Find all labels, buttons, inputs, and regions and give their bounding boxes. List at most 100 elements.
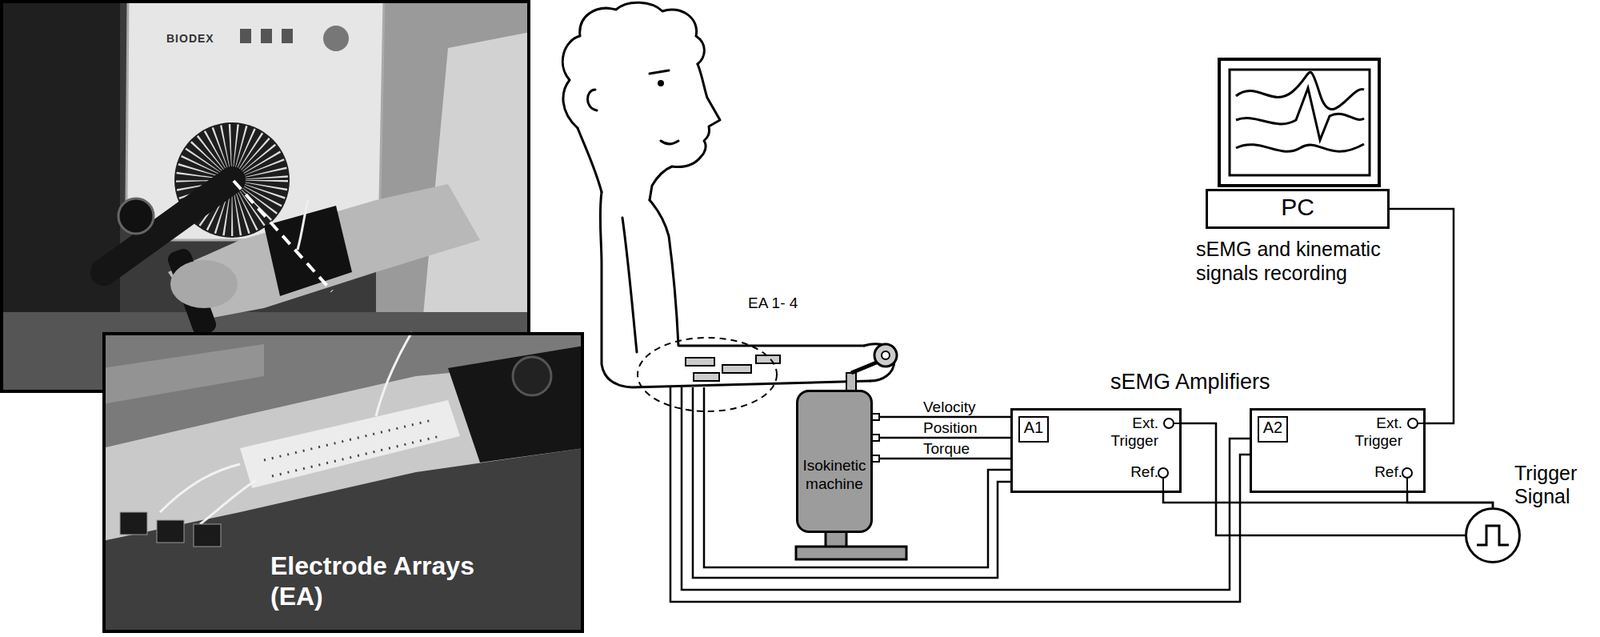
electrode-wire [681,387,1250,590]
photo-connector [120,512,148,535]
signal-wire [1407,492,1493,508]
housing-dial [323,25,349,52]
housing-button [240,28,252,44]
photo-connector [156,520,184,543]
description-label: sEMG and kinematic signals recording [1196,236,1428,285]
photo-tape [240,400,460,488]
signal-wire [879,416,1011,419]
trigger-label: Trigger Signal [1514,461,1595,508]
terminal-wire [1406,478,1408,491]
brand-text: BIODEX [166,32,215,45]
photo-cable [376,332,412,416]
trigger-source: Trigger Signal [1464,507,1521,564]
axis-line [233,180,332,292]
person-head-back [577,128,602,192]
person-back [600,192,871,388]
reference-terminal [1401,467,1413,479]
person-arm-front [649,200,864,346]
machine-foot [796,546,907,560]
person-mouth [660,140,679,144]
electrode-row [272,436,440,476]
signal-trace [1236,88,1364,140]
terminal-wire [1418,422,1424,424]
machine-label: Isokinetic machine [798,392,871,493]
dynamometer-housing [126,0,384,240]
photo-hand [170,260,238,308]
signal-port [872,413,880,420]
machine-post [846,372,856,391]
electrode-region [637,337,777,412]
amplifier-tag: A2 [1257,416,1288,443]
signal-wire [879,457,1011,460]
photo-inset [102,332,584,633]
terminal-label: Ext. Trigger [1341,414,1403,450]
amplifier-name: A2 [1259,417,1287,438]
callout-label: EA 1- 4 [748,294,798,312]
person-figure [562,2,895,388]
electrode-wire [692,387,1011,578]
machine-handle [874,344,897,367]
monitor-frame [1219,59,1380,186]
signal-trace [1236,72,1364,109]
housing-button [281,28,293,44]
housing-button [260,28,272,44]
electrode-array [722,364,752,373]
photo-border [104,333,583,632]
photo-seat-strap [102,344,264,404]
electrode-wire [704,387,1011,568]
photo-ground [102,332,584,633]
isokinetic-machine: Isokinetic machine [796,389,873,533]
signal-port [872,455,880,462]
trigger-terminal [1163,417,1175,429]
electrode-array [693,372,720,381]
electrode-row [264,420,432,460]
terminal-wire [1174,422,1180,424]
photo-strap [448,345,584,463]
monitor-signals [1236,72,1364,152]
signal-wire [1163,492,1493,508]
terminal-label: Ref. [1374,463,1403,481]
reference-terminal [1157,467,1169,479]
signal-label: Torque [923,440,970,457]
person-hair [562,2,704,128]
person-arm-back [622,217,637,352]
pc-box: PC [1205,188,1390,229]
trigger-terminal [1407,417,1419,429]
pulse-wave [1476,525,1509,545]
machine-handle-axis [881,351,890,360]
monitor-screen [1229,69,1370,176]
signal-label: Velocity [923,399,976,416]
person-face [649,64,720,200]
terminal-wire [1162,478,1164,491]
photo-cable [200,480,256,524]
signal-wire [879,436,1011,440]
signal-trace [1236,144,1364,152]
photo-watch [512,356,552,396]
amplifier-tag: A1 [1018,416,1049,443]
amplifier-box: Ext. TriggerRef. A1 [1010,408,1182,493]
terminal-label: Ext. Trigger [1097,414,1159,450]
pc-label: PC [1208,191,1388,224]
person-ear [588,89,598,111]
terminal-label: Ref. [1130,463,1159,481]
photo-forearm [168,184,480,320]
machine-lever [851,361,879,373]
person-eye [659,81,664,86]
photo-cable [297,200,308,250]
machine-stem [825,531,847,548]
group-label: sEMG Amplifiers [1110,369,1271,395]
person-brow [649,70,669,74]
signal-wire [1389,208,1454,424]
signal-label: Position [923,420,978,436]
signal-port [872,434,880,441]
electrode-array [756,355,780,364]
photo-connector [193,524,221,547]
photo-caption: Electrode Arrays (EA) [270,550,503,612]
photo-cable [160,464,240,512]
lever-knob [118,198,154,234]
amplifier-name: A1 [1020,417,1048,438]
pulse-symbol [1467,509,1519,561]
